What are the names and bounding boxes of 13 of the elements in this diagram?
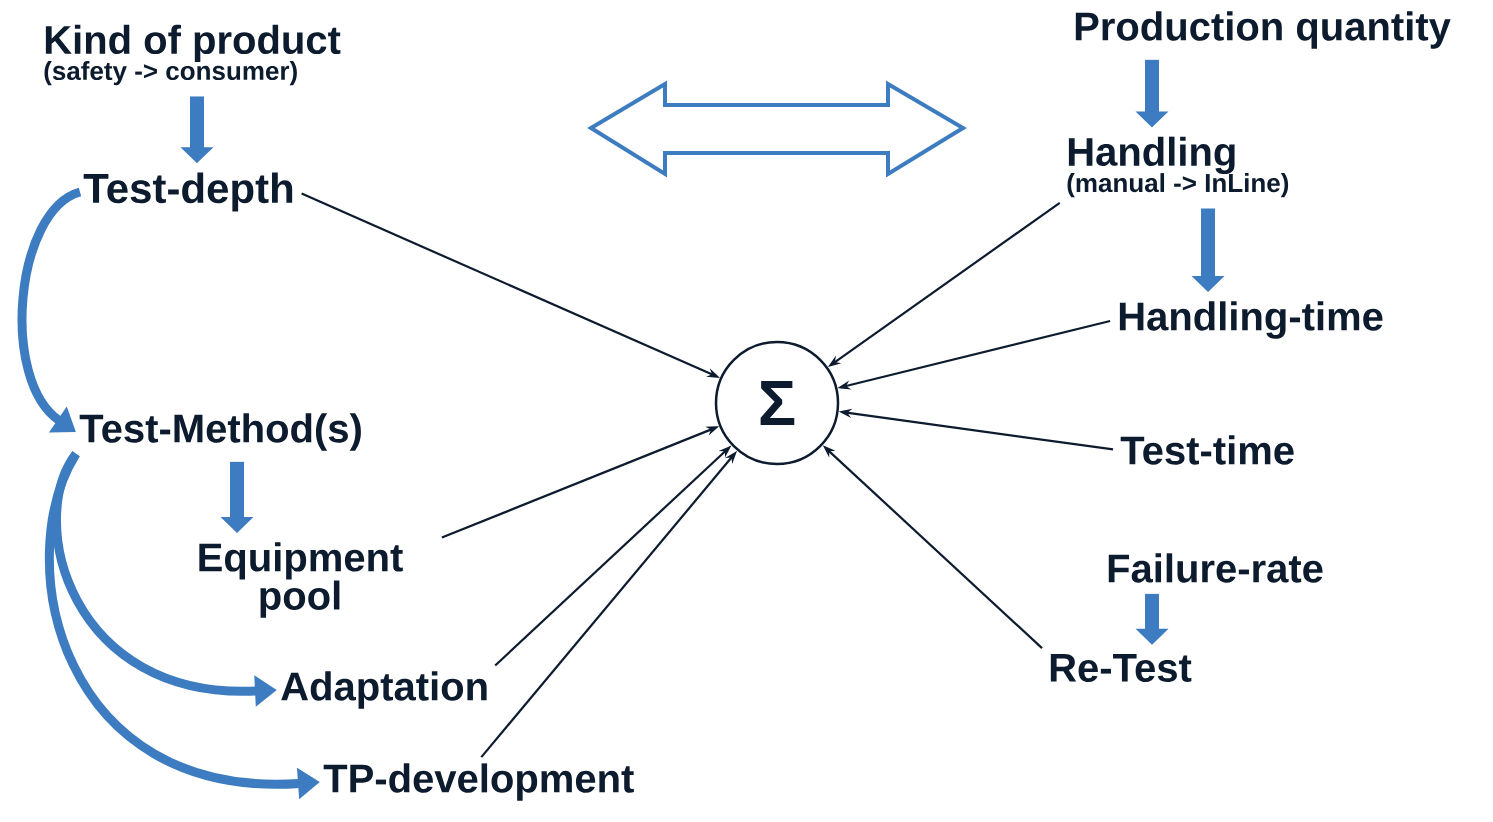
factor-label: Kind of product (safety -> consumer) [44,24,341,86]
factor-label: Handling-time [1119,301,1383,339]
curved-arrow [17,187,82,433]
factor-label: Test-time [1120,435,1294,465]
factor-label: Re-Test [1050,654,1192,682]
factor-label: Failure-rate [1108,553,1323,583]
factor-label: Production quantity [1075,11,1451,49]
factor-label: TP-development [323,763,634,801]
factor-label: Equipment pool [199,542,403,618]
factor-label: Adaptation [281,671,487,709]
factor-label: Test-depth [83,172,293,212]
factor-label: Handling (manual -> InLine) [1067,136,1289,198]
factor-label: Test-Method(s) [79,413,361,451]
